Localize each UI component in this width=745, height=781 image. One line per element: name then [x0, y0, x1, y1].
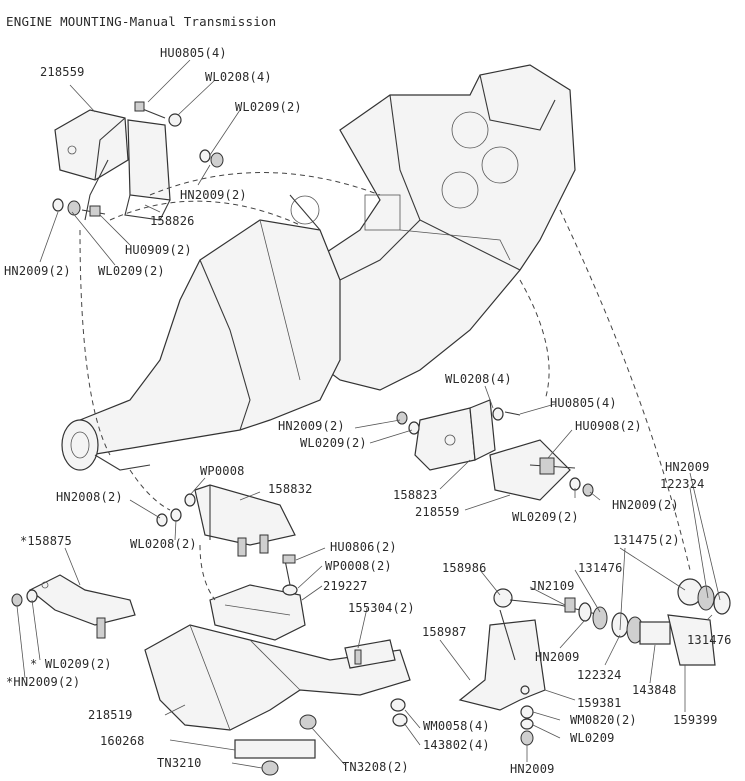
part-label-158987: 158987 — [422, 625, 467, 639]
part-label-wm0058: WM0058(4) — [423, 719, 490, 733]
bracket-158875 — [11, 574, 136, 639]
part-label-hu0805-mid: HU0805(4) — [550, 396, 617, 410]
part-label-jn2109: JN2109 — [530, 579, 575, 593]
part-label-158832: 158832 — [268, 482, 313, 496]
part-label-tn3210: TN3210 — [157, 756, 202, 770]
part-label-131476-right: 131476 — [687, 633, 732, 647]
part-label-hn2009-top: HN2009(2) — [180, 188, 247, 202]
rear-bracket-218559-top — [54, 109, 171, 221]
part-label-tn3208: TN3208(2) — [342, 760, 409, 774]
hardware-top-left — [52, 101, 224, 217]
part-label-hn2009-star: *HN2009(2) — [6, 675, 81, 689]
part-label-143848: 143848 — [632, 683, 677, 697]
part-label-160268: 160268 — [100, 734, 145, 748]
part-label-158826: 158826 — [150, 214, 195, 228]
part-label-hn2009-bottom: HN2009 — [510, 762, 555, 776]
part-label-hn2009-left: HN2009(2) — [4, 264, 71, 278]
part-label-122324-top: 122324 — [660, 477, 705, 491]
part-label-wl0209-right: WL0209(2) — [512, 510, 579, 524]
part-label-158823: 158823 — [393, 488, 438, 502]
part-label-219227: 219227 — [323, 579, 368, 593]
part-label-wl0208-low: WL0208(2) — [130, 537, 197, 551]
part-label-hn2009-mid: HN2009(2) — [278, 419, 345, 433]
part-label-wl0209-mid: WL0209(2) — [300, 436, 367, 450]
part-label-hn2009-right: HN2009(2) — [612, 498, 679, 512]
part-label-wl0209-top: WL0209(2) — [235, 100, 302, 114]
part-label-wl0209-star: * WL0209(2) — [30, 657, 112, 671]
part-label-218559-top: 218559 — [40, 65, 85, 79]
crossmember-218519 — [144, 624, 411, 776]
part-label-hn2009-far-right: HN2009 — [665, 460, 710, 474]
part-label-hu0805-top: HU0805(4) — [160, 46, 227, 60]
insulator-219227 — [209, 554, 306, 641]
front-mount-158823 — [396, 399, 594, 501]
part-label-wm0820: WM0820(2) — [570, 713, 637, 727]
part-label-158986: 158986 — [442, 561, 487, 575]
part-label-159399: 159399 — [673, 713, 718, 727]
part-label-131475: 131475(2) — [613, 533, 680, 547]
bracket-158987 — [458, 578, 731, 711]
part-label-131476-top: 131476 — [578, 561, 623, 575]
part-label-hu0909: HU0909(2) — [125, 243, 192, 257]
alignment-lines — [79, 172, 691, 601]
part-label-wp0008-2: WP0008(2) — [325, 559, 392, 573]
part-label-wl0208-top: WL0208(4) — [205, 70, 272, 84]
part-label-hn2008: HN2008(2) — [56, 490, 123, 504]
part-label-hu0806: HU0806(2) — [330, 540, 397, 554]
part-label-hu0908: HU0908(2) — [575, 419, 642, 433]
part-label-122324-low: 122324 — [577, 668, 622, 682]
diagram-title: ENGINE MOUNTING-Manual Transmission — [6, 14, 277, 29]
part-label-hn2009-low: HN2009 — [535, 650, 580, 664]
part-label-143802: 143802(4) — [423, 738, 490, 752]
part-label-155304: 155304(2) — [348, 601, 415, 615]
part-label-218519: 218519 — [88, 708, 133, 722]
part-label-wl0209-low: WL0209 — [570, 731, 615, 745]
part-label-wl0209-left: WL0209(2) — [98, 264, 165, 278]
part-label-wp0008: WP0008 — [200, 464, 245, 478]
transmission-housing — [61, 194, 401, 471]
part-label-218559-mid: 218559 — [415, 505, 460, 519]
part-label-wl0208-mid: WL0208(4) — [445, 372, 512, 386]
bracket-158832 — [156, 484, 296, 557]
bracket-155304 — [344, 639, 396, 669]
part-label-159381: 159381 — [577, 696, 622, 710]
part-label-158875: *158875 — [20, 534, 72, 548]
leader-lines — [16, 59, 721, 769]
